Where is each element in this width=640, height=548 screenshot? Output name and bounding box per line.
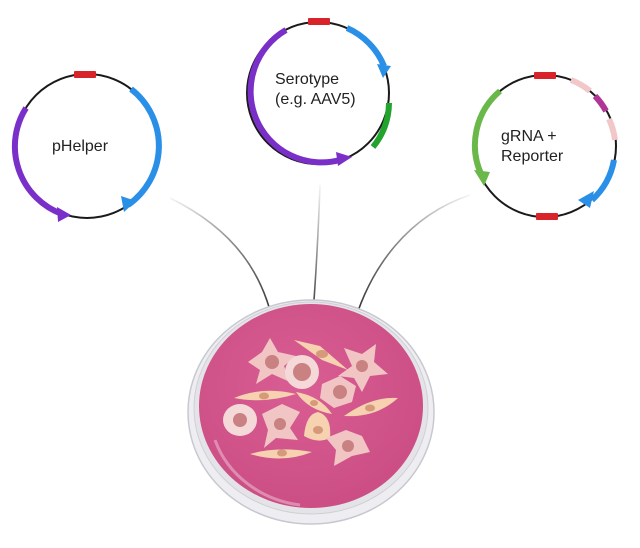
plasmid-label-phelper: pHelper: [52, 138, 109, 155]
ori-marker: [536, 213, 558, 220]
plasmid-grna-reporter: gRNA + Reporter: [471, 72, 618, 220]
magenta-segment: [592, 93, 609, 113]
blue-gene-arrow: [589, 159, 617, 203]
blue-arrowhead: [121, 196, 136, 212]
cell-icon: [294, 340, 348, 370]
plasmid-label-serotype-line1: Serotype: [275, 71, 339, 88]
purple-gene-arrow: [247, 27, 341, 166]
blue-arrowhead: [578, 191, 594, 208]
plasmid-label-serotype-line2: (e.g. AAV5): [275, 91, 356, 108]
blue-gene-arrow: [345, 25, 387, 68]
cell-icon: [248, 338, 296, 384]
plasmid-serotype: Serotype (e.g. AAV5): [246, 18, 392, 166]
cell-icon: [296, 392, 332, 414]
cell-icon: [338, 344, 388, 392]
plasmid-label-grna-line1: gRNA +: [501, 128, 557, 145]
blue-arrowhead: [377, 64, 391, 78]
ori-marker: [74, 71, 96, 78]
pink-segment: [606, 117, 618, 141]
cell-icon: [250, 449, 312, 459]
purple-arrowhead: [336, 152, 352, 166]
cell-icon: [234, 390, 296, 401]
blue-gene-arrow: [126, 86, 162, 208]
green-gene-arrow: [370, 102, 392, 149]
dish-highlight: [213, 439, 301, 507]
pink-segment: [569, 77, 592, 94]
ori-marker: [534, 72, 556, 79]
plasmid-phelper: pHelper: [11, 71, 162, 222]
cell-icon: [223, 404, 257, 436]
connector-arrow-grna: [348, 194, 471, 334]
plasmid-label-grna-line2: Reporter: [501, 148, 564, 165]
cell-icon: [320, 376, 356, 408]
petri-dish-icon: [187, 299, 435, 525]
cell-icon: [344, 397, 398, 417]
cell-icon: [326, 430, 370, 466]
purple-gene-arrow: [11, 106, 64, 217]
light-green-gene-arrow: [471, 88, 502, 178]
purple-arrowhead: [57, 207, 71, 222]
cell-icon: [304, 412, 331, 441]
ori-marker: [308, 18, 330, 25]
cell-cluster: [223, 338, 398, 466]
light-green-arrowhead: [474, 170, 490, 186]
cell-icon: [262, 404, 300, 448]
cell-icon: [285, 355, 319, 389]
